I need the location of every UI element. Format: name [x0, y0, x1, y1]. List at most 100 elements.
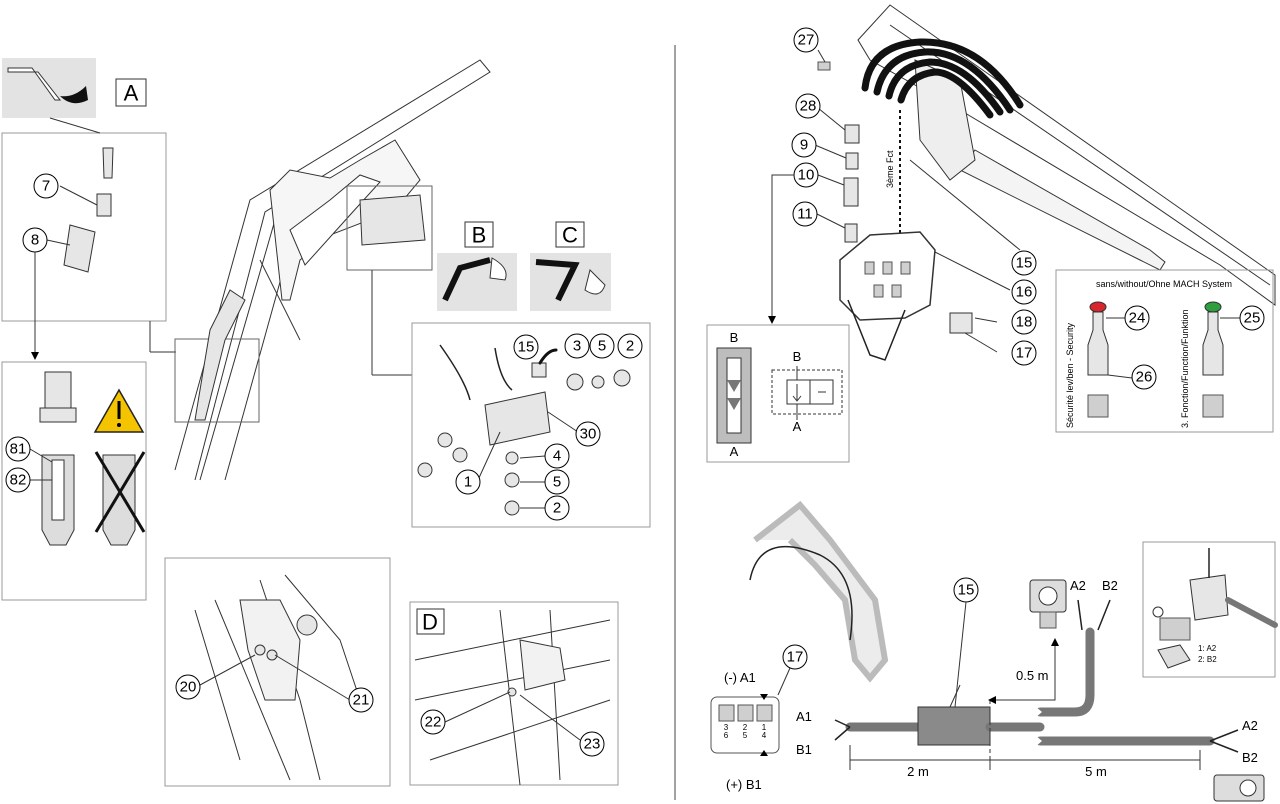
mach-box-title: sans/without/Ohne MACH System: [1096, 279, 1232, 289]
callout-17-right: [1011, 340, 1037, 366]
view-d-label: D: [422, 610, 438, 635]
callout-21-label: 21: [353, 692, 370, 709]
mach-box-frame: [1055, 269, 1274, 433]
callout-82: [5, 467, 31, 493]
coupler-port: [882, 261, 893, 275]
fitting-9: [845, 152, 859, 170]
callout-16-label: 16: [1016, 284, 1033, 301]
callout-18: [1011, 309, 1037, 335]
leader-16: [934, 251, 1011, 291]
a2-right-label: A2: [1242, 718, 1258, 733]
boom-arm-icon: [7, 67, 62, 101]
minus-a1-label: (-) A1: [724, 670, 756, 685]
valve-zoom-frame: [346, 185, 433, 271]
plug-face: [1239, 779, 1257, 797]
hose-line: [259, 259, 301, 341]
hydraulic-hose: [897, 68, 994, 119]
callout-23: [579, 731, 605, 757]
callout-28-label: 28: [800, 98, 817, 115]
callout-26-label: 26: [1136, 369, 1153, 386]
leader-15-bottom: [954, 601, 967, 708]
valve-coil: [1189, 574, 1229, 621]
switch-body: [1202, 311, 1224, 376]
callout-11-label: 11: [797, 206, 813, 223]
callout-22-label: 22: [425, 714, 442, 731]
callout-5-bottom-label: 5: [553, 474, 561, 491]
fitting-3: [566, 373, 584, 391]
callout-15-left-label: 15: [518, 339, 535, 356]
leader-22: [444, 691, 511, 723]
cross-out-line: [94, 451, 146, 533]
callout-21: [348, 687, 374, 713]
callout-27-label: 27: [798, 32, 815, 49]
connector-block: [1087, 394, 1109, 418]
callout-81-label: 81: [10, 441, 27, 458]
callout-30-label: 30: [580, 426, 597, 443]
connector-block: [1202, 394, 1224, 418]
callout-3: [564, 333, 590, 359]
detail-20-21-group: 20 21: [164, 557, 391, 787]
bucket-icon: [60, 86, 88, 104]
coupler-port: [864, 261, 875, 275]
hose-clamp: [194, 289, 246, 421]
callout-82-label: 82: [10, 472, 27, 489]
leader-17: [964, 332, 998, 353]
callout-2-bottom-label: 2: [553, 500, 561, 517]
warning-dot: [117, 423, 121, 427]
callout-7: [33, 173, 59, 199]
callout-2-bottom: [544, 495, 570, 521]
callout-8-label: 8: [31, 232, 39, 249]
leader-10: [817, 174, 845, 186]
leader-15: [949, 684, 961, 708]
arrow-head: [760, 750, 768, 756]
callout-11: [792, 201, 818, 227]
mach-box-group: sans/without/Ohne MACH System Sécurité l…: [1055, 269, 1274, 433]
callout-1: [455, 469, 481, 495]
hydraulic-hose: [873, 48, 1014, 114]
plug-housing: [1159, 617, 1191, 641]
third-function-label: 3ème Fct: [885, 150, 895, 188]
warning-exclamation: [117, 401, 121, 419]
callout-5-bottom: [544, 469, 570, 495]
coupler-8: [63, 224, 96, 273]
callout-10-label: 10: [798, 167, 815, 184]
a1-label: A1: [796, 709, 812, 724]
fitting: [437, 432, 453, 448]
view-c-box: [555, 221, 585, 248]
valve-bore: [726, 357, 742, 434]
leader-20: [199, 654, 256, 686]
view-a-box: [115, 78, 147, 107]
flow-arrow: [1035, 735, 1042, 747]
bolt-21: [266, 649, 278, 661]
leader-23: [519, 694, 581, 741]
dimension-0-5m: [990, 640, 1056, 701]
valve-body: [484, 391, 551, 446]
callout-81: [5, 436, 31, 462]
callout-24-label: 24: [1129, 310, 1146, 327]
cable-route: [749, 545, 853, 641]
terminal-label: 3: [724, 723, 729, 732]
view-bc-group: B C 15 3 5 2 30: [411, 221, 651, 528]
bracket-d: [519, 639, 566, 691]
schematic-dashed-box: [771, 369, 843, 415]
pin-map-1: 1: A2: [1198, 644, 1217, 653]
multicoupler-block: [839, 231, 936, 321]
plug-detail-frame: [1142, 541, 1276, 678]
view-b-box: [464, 221, 494, 248]
arrow-head: [760, 694, 768, 700]
callout-20: [175, 674, 201, 700]
leader-18: [974, 317, 998, 323]
callout-7-label: 7: [42, 178, 50, 195]
terminal: [737, 704, 754, 722]
callout-2-top-label: 2: [626, 338, 634, 355]
hex-body: [39, 407, 77, 423]
bolt-20: [254, 644, 266, 656]
arm-c-icon: [535, 259, 580, 302]
cable-half-meter: [1035, 627, 1095, 717]
terminal-label: 1: [762, 723, 767, 732]
len-5m: 5 m: [1085, 764, 1107, 779]
fitting-11: [844, 223, 858, 243]
plug-2b: [504, 500, 520, 516]
detail-a-frame: [1, 132, 167, 322]
